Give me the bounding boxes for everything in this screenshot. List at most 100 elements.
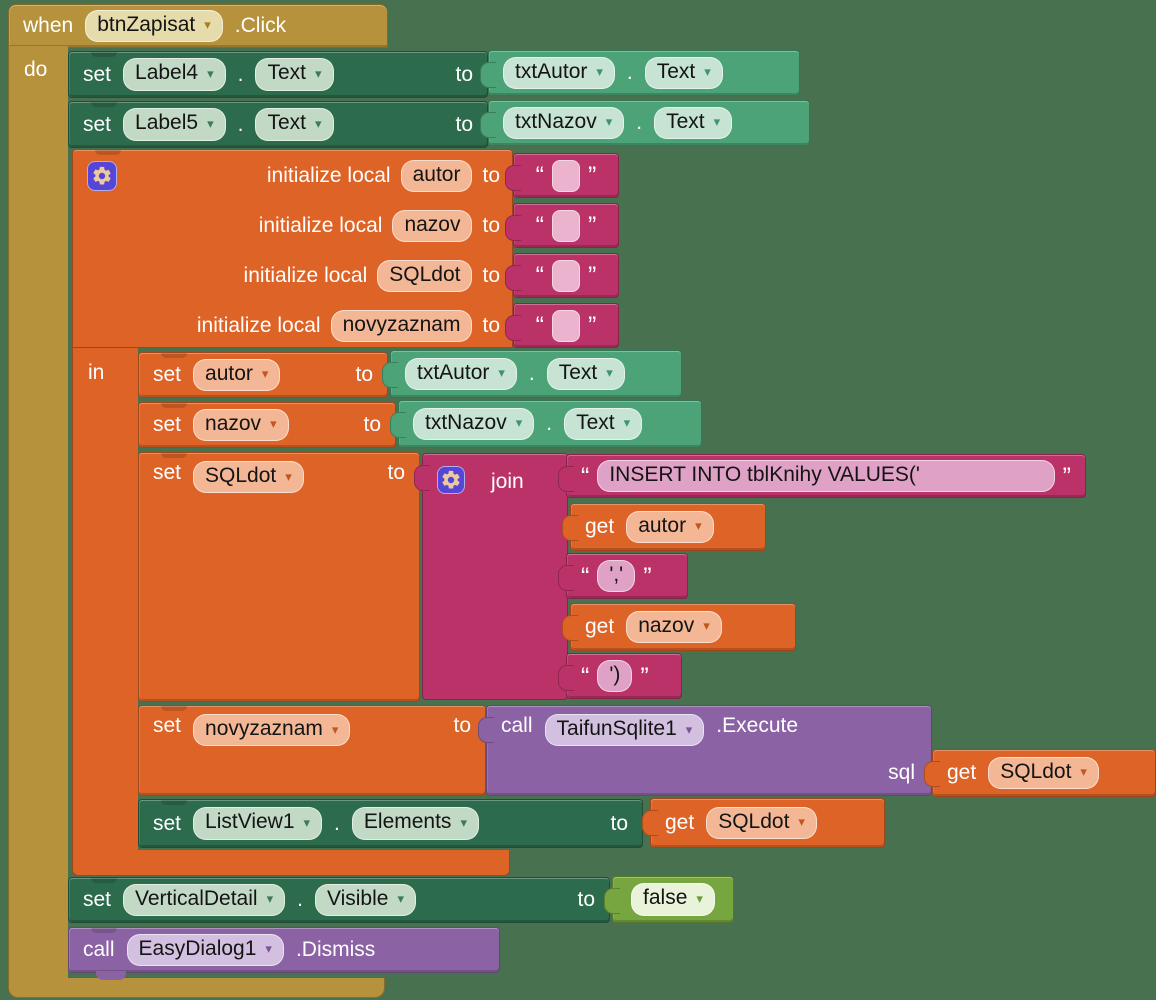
- get-nazov-block[interactable]: get nazov ▾: [562, 603, 796, 651]
- notch: [161, 800, 187, 805]
- empty-text-field[interactable]: [552, 209, 580, 242]
- var-dropdown-sqldot[interactable]: SQLdot ▾: [193, 461, 304, 494]
- set-listview1-elements-block[interactable]: set ListView1 ▾ . Elements ▾ to: [138, 799, 643, 848]
- get-sqldot-block-listview[interactable]: get SQLdot ▾: [642, 798, 885, 848]
- property-dropdown-text[interactable]: Text ▾: [546, 357, 625, 391]
- local-var-name-novyzaznam[interactable]: novyzaznam: [330, 309, 473, 343]
- component-dropdown-txtautor[interactable]: txtAutor ▾: [405, 357, 517, 391]
- var-dropdown-autor[interactable]: autor ▾: [626, 510, 714, 544]
- component-dropdown-txtautor[interactable]: txtAutor ▾: [503, 56, 615, 90]
- string-block-close-paren[interactable]: “ ') ”: [558, 653, 682, 699]
- get-keyword: get: [585, 515, 615, 538]
- set-local-autor-block[interactable]: set autor ▾ to: [138, 352, 388, 398]
- initialize-local-bottom-bar[interactable]: [72, 850, 510, 876]
- dropdown-value: Label4: [135, 61, 199, 85]
- component-dropdown-txtnazov[interactable]: txtNazov ▾: [503, 106, 625, 140]
- text-field[interactable]: '): [597, 659, 633, 693]
- chevron-down-icon: ▾: [285, 468, 292, 484]
- chevron-down-icon: ▾: [270, 416, 277, 432]
- var-dropdown-sqldot[interactable]: SQLdot ▾: [706, 806, 817, 840]
- empty-string-block-1[interactable]: “ ”: [505, 153, 619, 198]
- call-easydialog-dismiss-block[interactable]: call EasyDialog1 ▾ .Dismiss: [68, 927, 500, 973]
- set-local-sqldot-block[interactable]: set SQLdot ▾ to: [138, 452, 420, 702]
- initialize-local-left-spine[interactable]: [72, 348, 138, 850]
- string-block-quote-comma[interactable]: “ ',' ”: [558, 553, 688, 599]
- property-dropdown-elements[interactable]: Elements ▾: [351, 807, 479, 840]
- text-field[interactable]: ',': [597, 559, 636, 593]
- logic-value-dropdown[interactable]: false ▾: [631, 883, 715, 916]
- bottom-connector-bump: [96, 971, 126, 980]
- when-block-left-spine[interactable]: [8, 46, 68, 980]
- local-var-name-nazov[interactable]: nazov: [392, 209, 473, 243]
- component-dropdown-easydialog1[interactable]: EasyDialog1 ▾: [126, 933, 284, 967]
- mutator-gear-button[interactable]: [87, 161, 117, 191]
- dropdown-value: Label5: [135, 111, 199, 135]
- property-dropdown-visible[interactable]: Visible ▾: [314, 883, 416, 917]
- chevron-down-icon: ▾: [314, 115, 322, 131]
- close-quote: ”: [588, 262, 597, 290]
- property-dropdown-text[interactable]: Text ▾: [255, 108, 334, 141]
- var-dropdown-novyzaznam[interactable]: novyzaznam ▾: [193, 714, 351, 747]
- chevron-down-icon: ▾: [207, 115, 214, 131]
- empty-text-field[interactable]: [552, 309, 580, 342]
- property-dropdown-text[interactable]: Text ▾: [654, 106, 733, 140]
- dropdown-value: Text: [267, 111, 306, 135]
- get-txtnazov-text-block-2[interactable]: txtNazov ▾ . Text ▾: [390, 400, 702, 448]
- get-autor-block[interactable]: get autor ▾: [562, 503, 766, 551]
- notch: [91, 102, 117, 107]
- when-event-block[interactable]: when btnZapisat ▾ .Click: [8, 4, 388, 48]
- local-var-name-sqldot[interactable]: SQLdot: [377, 259, 473, 293]
- to-keyword: to: [610, 811, 628, 835]
- empty-text-field[interactable]: [552, 259, 580, 292]
- call-taifunsqlite-execute-block[interactable]: call TaifunSqlite1 ▾ .Execute sql: [478, 705, 932, 796]
- empty-string-block-2[interactable]: “ ”: [505, 203, 619, 248]
- component-dropdown-txtnazov[interactable]: txtNazov ▾: [413, 407, 535, 441]
- component-dropdown-label4[interactable]: Label4 ▾: [123, 58, 226, 91]
- empty-string-block-4[interactable]: “ ”: [505, 303, 619, 348]
- property-dropdown-text[interactable]: Text ▾: [255, 58, 334, 91]
- var-dropdown-nazov[interactable]: nazov ▾: [193, 408, 289, 442]
- property-dropdown-text[interactable]: Text ▾: [644, 56, 723, 90]
- set-local-novyzaznam-block[interactable]: set novyzaznam ▾ to: [138, 705, 486, 796]
- get-txtautor-text-block[interactable]: txtAutor ▾ . Text ▾: [480, 50, 800, 96]
- string-block-insert-sql[interactable]: “ INSERT INTO tblKnihy VALUES(' ”: [558, 454, 1086, 498]
- dot-separator: .: [334, 811, 340, 835]
- in-keyword: in: [88, 361, 105, 384]
- dropdown-value: nazov: [638, 613, 695, 637]
- empty-string-block-3[interactable]: “ ”: [505, 253, 619, 298]
- when-block-bottom-bar[interactable]: [8, 978, 385, 998]
- component-dropdown-label5[interactable]: Label5 ▾: [123, 108, 226, 141]
- var-dropdown-autor[interactable]: autor ▾: [193, 358, 281, 392]
- component-dropdown-listview1[interactable]: ListView1 ▾: [193, 807, 323, 840]
- dropdown-value: VerticalDetail: [135, 886, 258, 910]
- mutator-gear-button[interactable]: [437, 466, 465, 494]
- set-local-nazov-block[interactable]: set nazov ▾ to: [138, 402, 396, 448]
- join-block[interactable]: join: [414, 453, 568, 700]
- close-quote: ”: [588, 162, 597, 190]
- initialize-local-block[interactable]: initialize local autor to initialize loc…: [72, 149, 513, 348]
- notch: [95, 150, 121, 155]
- property-dropdown-text[interactable]: Text ▾: [564, 407, 643, 441]
- get-txtnazov-text-block[interactable]: txtNazov ▾ . Text ▾: [480, 100, 810, 146]
- get-keyword: get: [947, 761, 977, 784]
- var-dropdown-nazov[interactable]: nazov ▾: [626, 610, 722, 644]
- dropdown-value: txtNazov: [515, 109, 597, 133]
- dropdown-value: TaifunSqlite1: [556, 717, 677, 740]
- component-dropdown-verticaldetail[interactable]: VerticalDetail ▾: [123, 883, 286, 917]
- local-var-name-autor[interactable]: autor: [400, 159, 473, 193]
- close-quote: ”: [1062, 462, 1071, 491]
- logic-false-block[interactable]: false ▾: [604, 876, 734, 923]
- component-dropdown-taifunsqlite1[interactable]: TaifunSqlite1 ▾: [544, 714, 705, 747]
- component-dropdown-btnzapisat[interactable]: btnZapisat ▾: [85, 9, 223, 43]
- text-field[interactable]: INSERT INTO tblKnihy VALUES(': [597, 459, 1055, 493]
- get-txtautor-text-block-2[interactable]: txtAutor ▾ . Text ▾: [382, 350, 682, 398]
- set-label4-text-block[interactable]: set Label4 ▾ . Text ▾ to: [68, 51, 488, 98]
- open-quote: “: [535, 212, 544, 240]
- set-label5-text-block[interactable]: set Label5 ▾ . Text ▾ to: [68, 101, 488, 148]
- empty-text-field[interactable]: [552, 159, 580, 192]
- get-sqldot-block-sql-arg[interactable]: get SQLdot ▾: [924, 749, 1156, 797]
- init-local-row-nazov: initialize local nazov to: [73, 203, 500, 249]
- var-dropdown-sqldot[interactable]: SQLdot ▾: [988, 756, 1099, 790]
- set-verticaldetail-visible-block[interactable]: set VerticalDetail ▾ . Visible ▾ to: [68, 877, 610, 923]
